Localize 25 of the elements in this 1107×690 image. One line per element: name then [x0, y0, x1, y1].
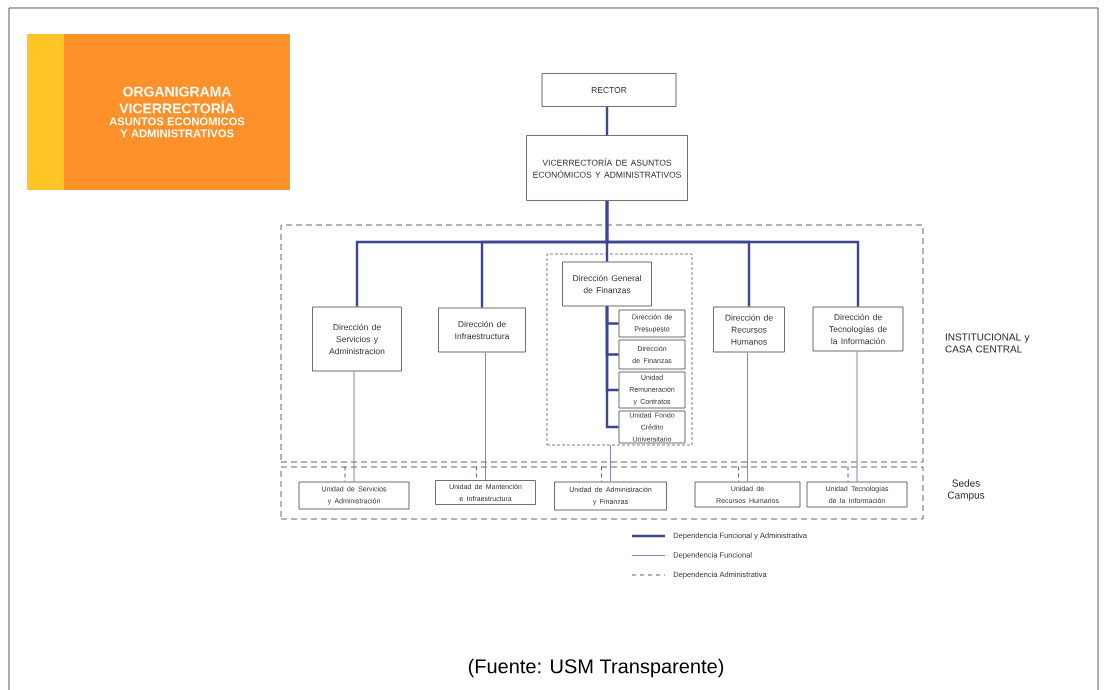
dependency-line — [605, 106, 609, 136]
dependency-line — [610, 444, 611, 483]
region-label: Sedes Campus — [947, 479, 985, 501]
title-box: ORGANIGRAMA VICERRECTORÍA ASUNTOS ECONÓMICOS Y ADMINISTRATIVOS — [27, 34, 290, 190]
dependency-line — [856, 350, 858, 483]
dependency-line — [344, 466, 346, 483]
unit-box: VICERRECTORÍA DE ASUNTOS ECONÓMICOS Y ADMINISTRATIVOS — [526, 135, 688, 201]
region-label: INSTITUCIONAL y CASA CENTRAL — [945, 333, 1030, 353]
unit-box: Dirección de Recursos Humanos — [713, 306, 785, 353]
dependency-line — [485, 351, 486, 481]
dependency-line — [847, 466, 849, 483]
group-frame — [546, 253, 693, 446]
dependency-line — [738, 466, 739, 483]
dependency-line — [605, 200, 860, 307]
unit-box: Dirección General de Finanzas — [562, 261, 652, 307]
unit-box: Dirección de Tecnologías de la Información — [812, 306, 904, 352]
dependency-line — [605, 306, 619, 429]
dependency-line — [601, 466, 602, 483]
unit-box: Dirección de Servicios y Administracion — [312, 306, 402, 372]
unit-box: RECTOR — [541, 73, 677, 107]
unit-box: Dirección de Infraestructura — [438, 307, 526, 353]
dependency-line — [353, 370, 355, 483]
dependency-line — [476, 466, 477, 481]
dependency-line — [747, 351, 748, 483]
caption: (Fuente: USM Transparente) — [468, 658, 724, 678]
